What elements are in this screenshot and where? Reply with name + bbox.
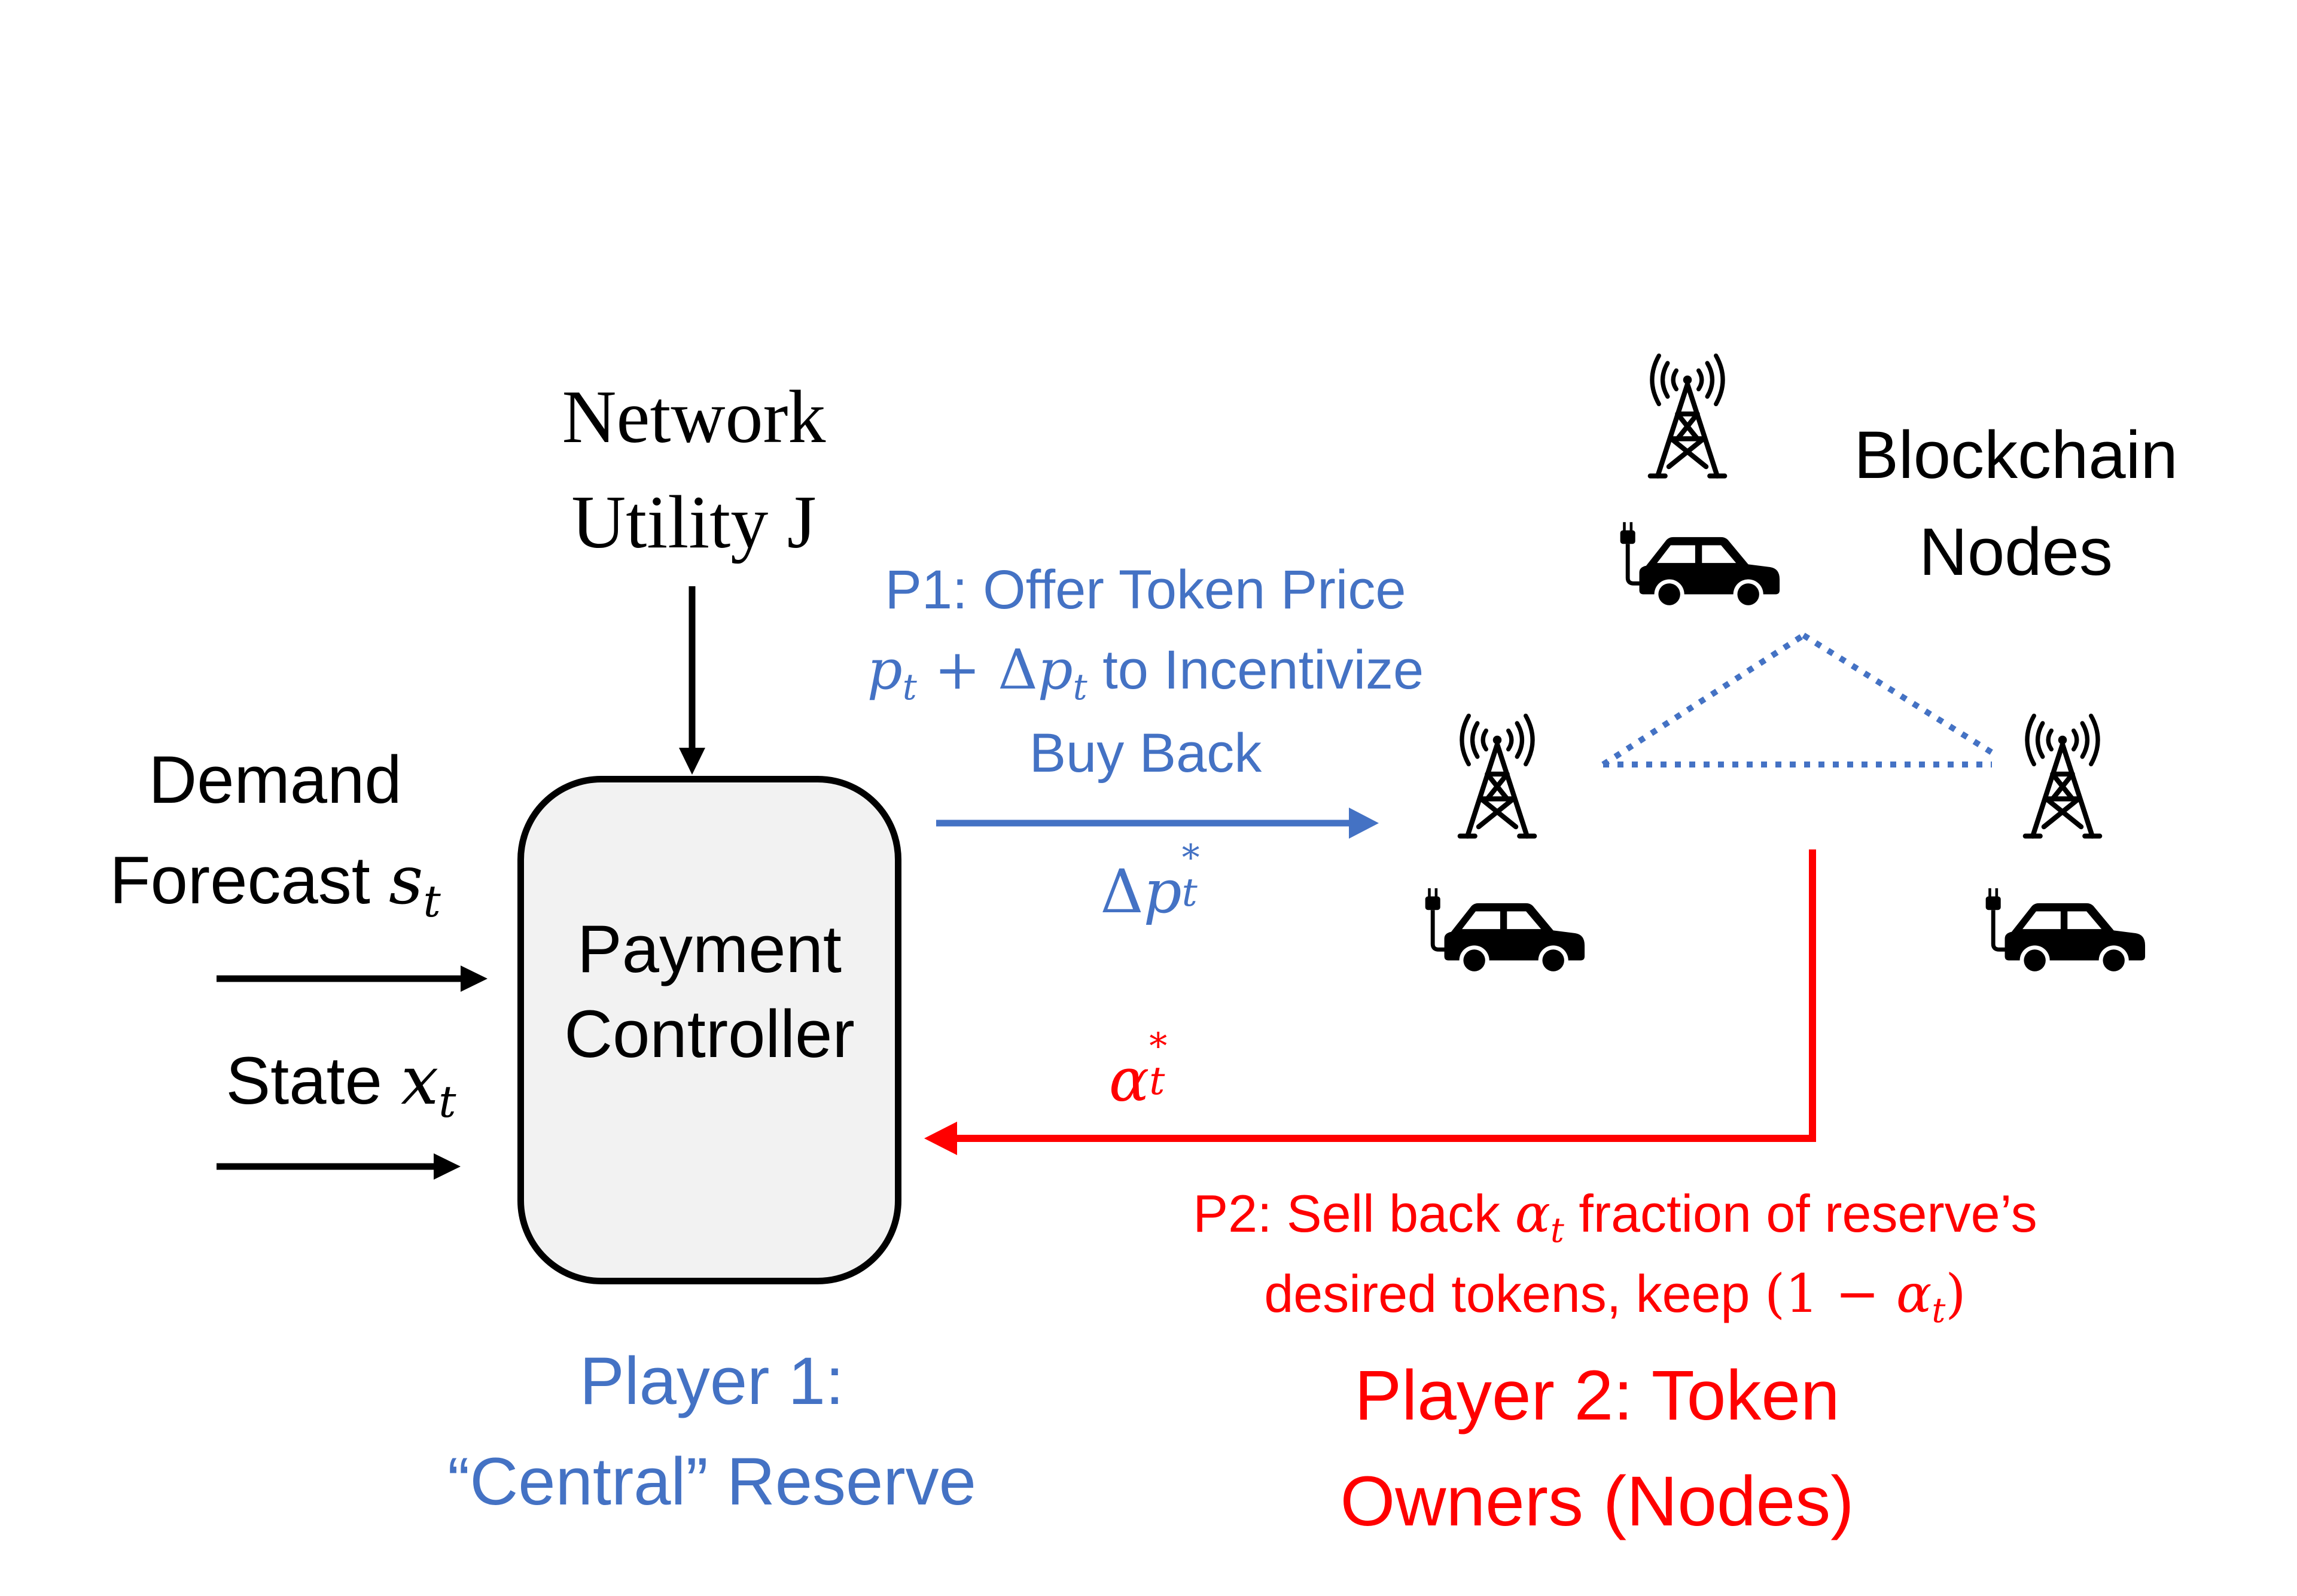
controller-line-2: Controller (564, 997, 855, 1072)
electric-car-icon (1620, 522, 1780, 610)
p1-line-1: P1: Offer Token Price (885, 559, 1406, 620)
player2-line-1: Player 2: Token (1354, 1356, 1840, 1435)
demand-line-1: Demand (148, 742, 402, 817)
p2-signal-label: α*t (1108, 1025, 1168, 1115)
player1-label: Player 1: “Central” Reserve (359, 1331, 1065, 1532)
p2-return-arrow (924, 849, 1816, 1155)
payment-controller-label: Payment Controller (517, 909, 901, 1075)
player1-line-1: Player 1: (580, 1344, 844, 1418)
electric-car-icon (1425, 888, 1585, 976)
network-utility-line-2: Utility J (571, 481, 817, 565)
network-utility-label: Network Utility J (467, 365, 921, 576)
p1-offer-arrow (936, 808, 1379, 839)
network-utility-line-1: Network (562, 376, 826, 459)
demand-forecast-label: Demand Forecast st (60, 730, 491, 934)
player2-line-2: Owners (Nodes) (1340, 1462, 1854, 1541)
controller-line-1: Payment (577, 912, 842, 986)
p2-action-text: P2: Sell back αt fraction of reserve’s d… (1077, 1175, 2153, 1336)
electric-car-icon (1986, 888, 2145, 976)
p2-line-2: desired tokens, keep (1 − αt) (1264, 1263, 1966, 1331)
player1-line-2: “Central” Reserve (447, 1444, 976, 1519)
node-right (1986, 716, 2145, 976)
cell-tower-icon (1650, 356, 1725, 476)
state-arrow (217, 1153, 461, 1180)
cell-tower-icon (2025, 716, 2100, 836)
state-label: State xt (226, 1042, 456, 1128)
blockchain-line-1: Blockchain (1854, 418, 2178, 492)
blockchain-nodes-label: Blockchain Nodes (1795, 407, 2237, 601)
blockchain-network-links (1601, 632, 1994, 767)
utility-arrow (679, 586, 705, 775)
blockchain-line-2: Nodes (1919, 514, 2113, 590)
p1-action-text: P1: Offer Token Price pt + Δpt to Incent… (802, 550, 1489, 793)
payment-controller-box (517, 776, 901, 1284)
demand-line-2: Forecast st (109, 842, 441, 927)
player2-label: Player 2: Token Owners (Nodes) (1256, 1343, 1938, 1555)
p1-signal-label: Δp*t (1100, 837, 1200, 927)
node-top (1620, 356, 1780, 610)
demand-forecast-arrow (217, 965, 488, 992)
p2-line-1: P2: Sell back αt fraction of reserve’s (1193, 1183, 2037, 1251)
p1-line-2: pt + Δpt to Incentivize (867, 638, 1424, 709)
p1-line-3: Buy Back (1029, 723, 1262, 784)
